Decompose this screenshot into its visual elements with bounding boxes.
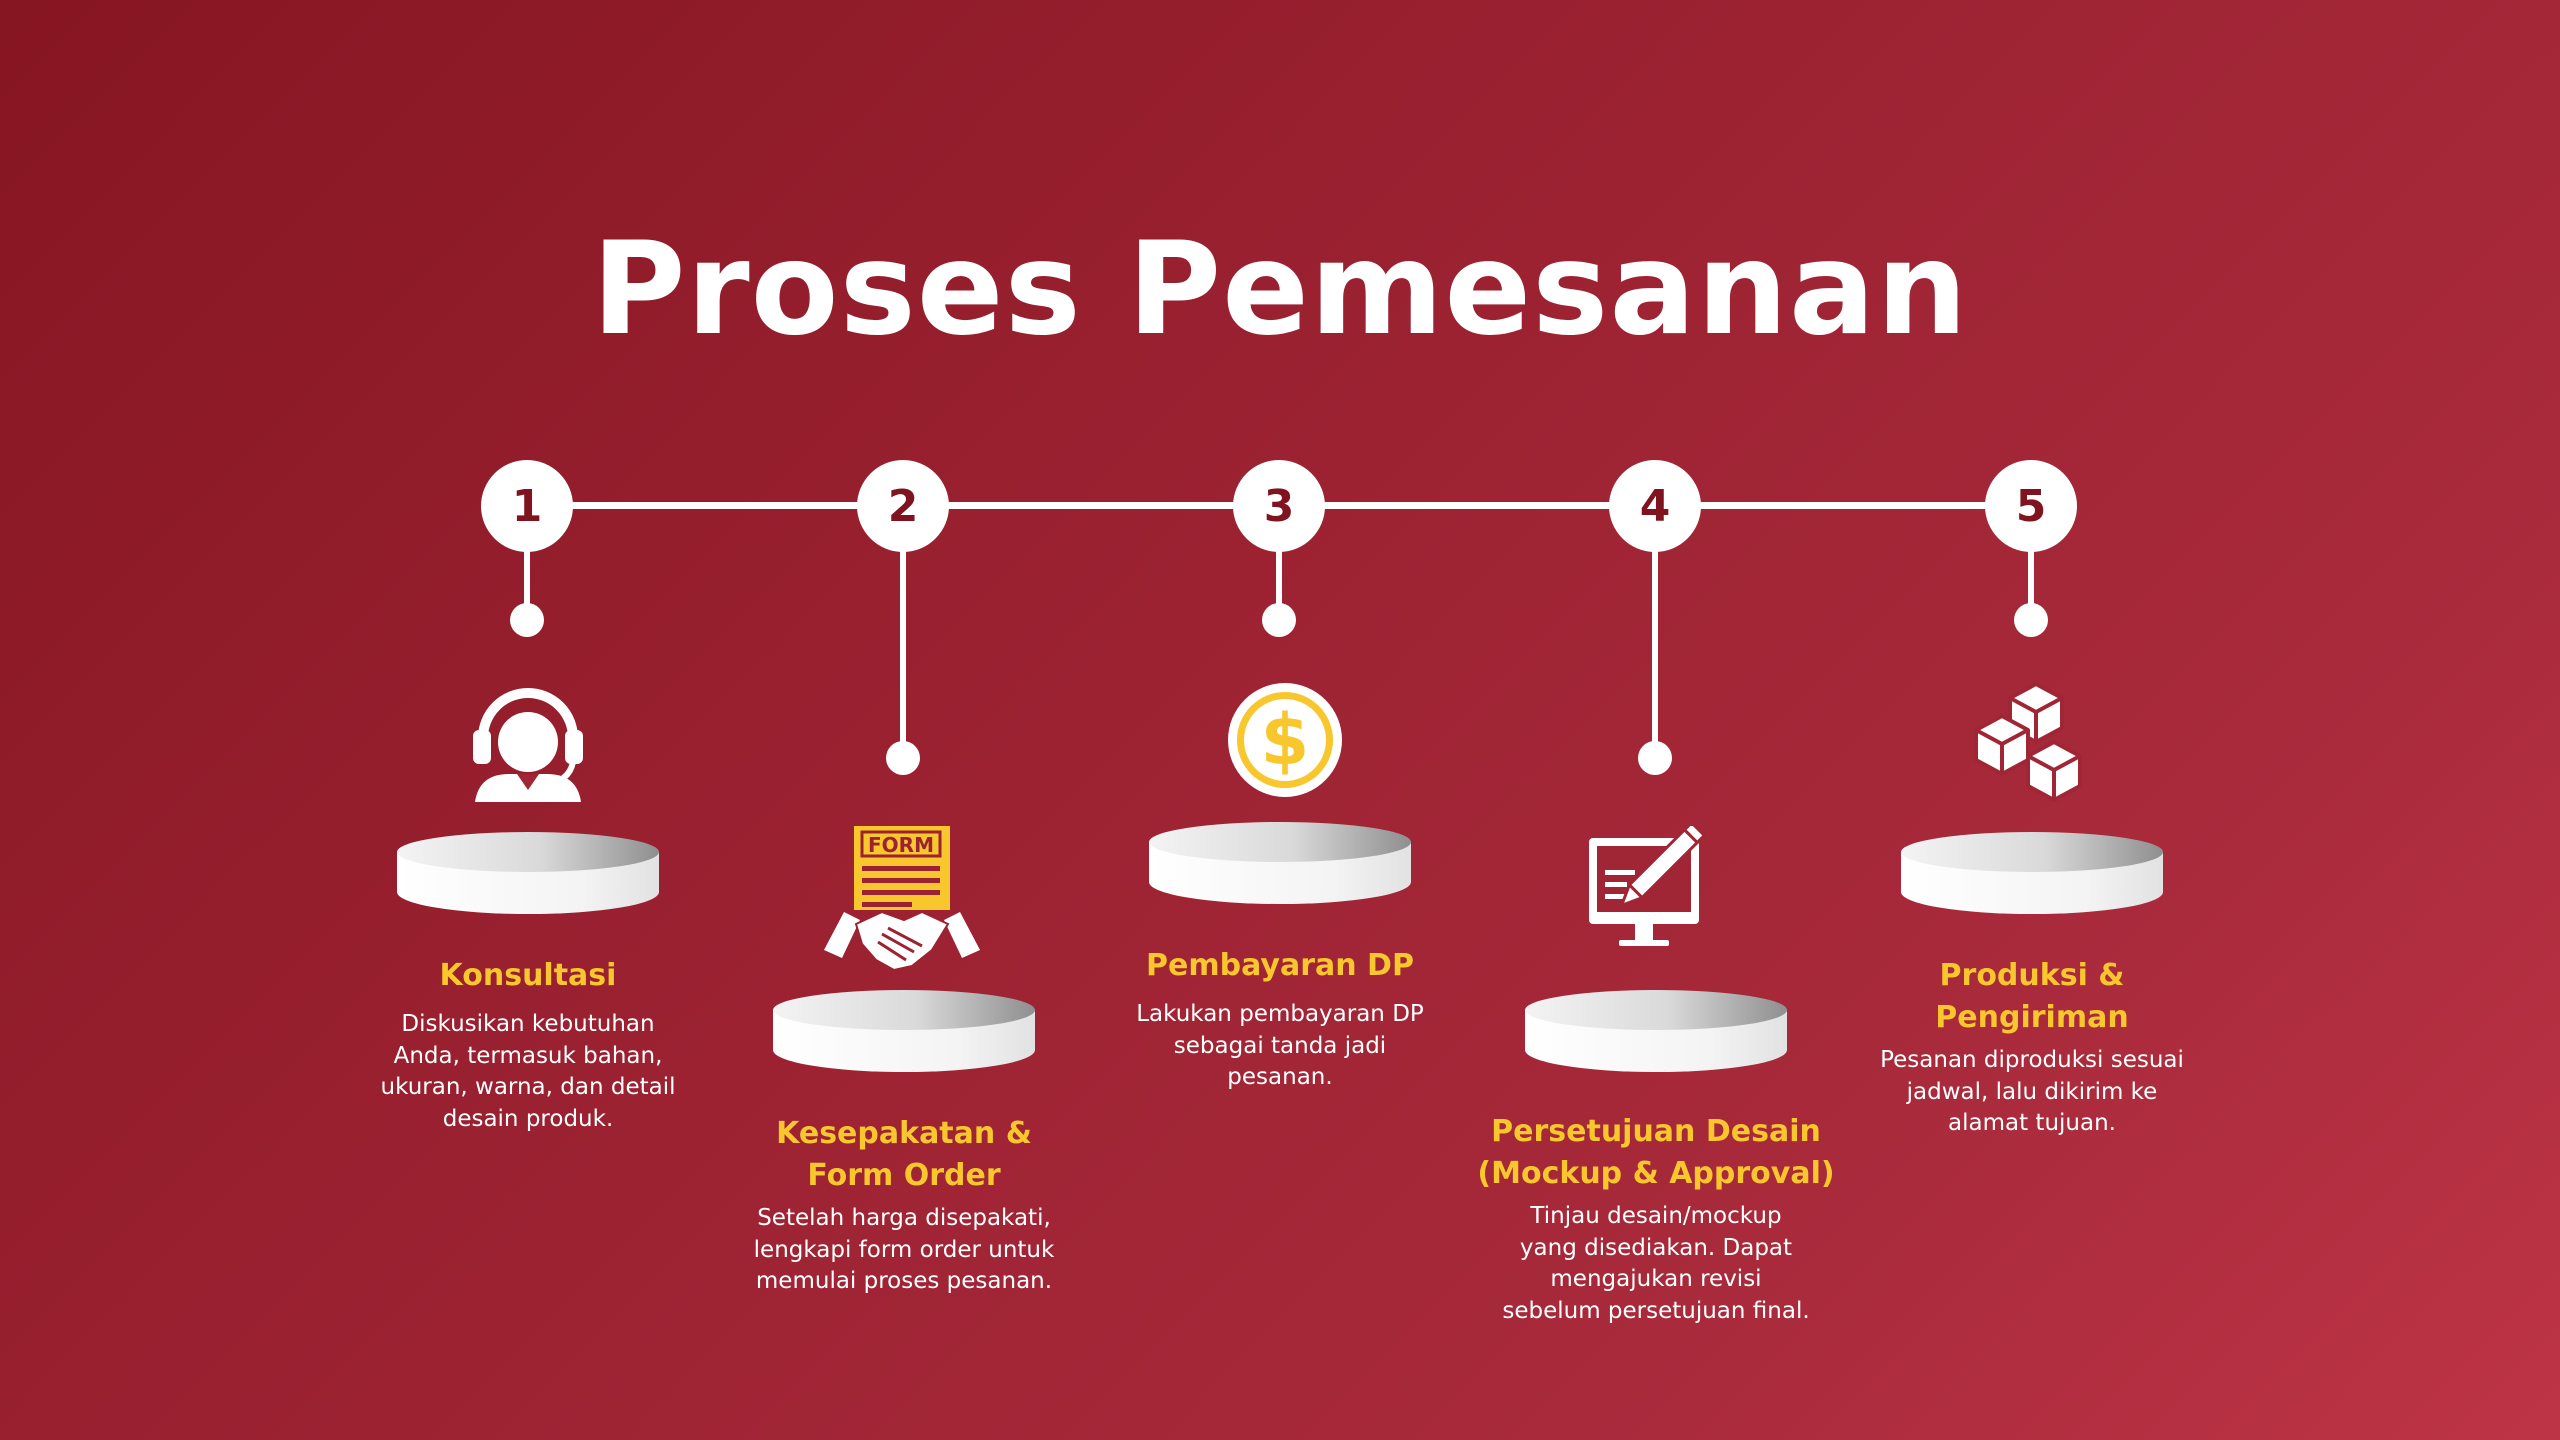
step-2-description-line: memulai proses pesanan.	[755, 1268, 1053, 1294]
step-4-title: Persetujuan Desain (Mockup & Approval)	[1466, 1111, 1846, 1195]
step-1-description: Diskusikan kebutuhan Anda, termasuk baha…	[348, 1009, 708, 1135]
step-1-description-line: ukuran, warna, dan detail	[380, 1074, 676, 1100]
step-1-description-line: Diskusikan kebutuhan	[401, 1011, 655, 1037]
form-handshake-icon: FORM	[824, 826, 980, 972]
step-4-description-line: mengajukan revisi	[1550, 1266, 1762, 1292]
step-5-description-line: Pesanan diproduksi sesuai	[1880, 1047, 2184, 1073]
step-3-connector-dot	[1262, 603, 1296, 637]
step-4-description-line: yang disediakan. Dapat	[1519, 1234, 1793, 1261]
step-4-description: Tinjau desain/mockup yang disediakan. Da…	[1476, 1201, 1836, 1327]
step-2-title-line: Form Order	[807, 1158, 1001, 1193]
step-2-description: Setelah harga disepakati, lengkapi form …	[724, 1203, 1084, 1298]
step-5-title-line: Produksi &	[1939, 958, 2125, 993]
form-icon-label: FORM	[868, 833, 934, 857]
step-4-description-line: Tinjau desain/mockup	[1530, 1203, 1782, 1229]
step-1-connector	[524, 550, 530, 620]
step-3-platform	[1149, 822, 1411, 904]
step-2-number-circle: 2	[857, 460, 949, 552]
step-5-connector	[2028, 550, 2034, 620]
step-3-connector	[1276, 550, 1282, 620]
step-4-connector	[1652, 550, 1658, 758]
step-2-description-line: Setelah harga disepakati,	[757, 1205, 1051, 1231]
step-1-description-line: desain produk.	[442, 1105, 614, 1132]
dollar-symbol: $	[1261, 699, 1310, 781]
step-2-title: Kesepakatan & Form Order	[714, 1113, 1094, 1197]
step-2-connector-dot	[886, 741, 920, 775]
step-5-description-line: alamat tujuan.	[1948, 1110, 2116, 1136]
step-2-description-line: lengkapi form order untuk	[753, 1236, 1055, 1263]
customer-service-headset-icon	[473, 688, 583, 802]
step-1-description-line: Anda, termasuk bahan,	[393, 1042, 663, 1069]
step-4-connector-dot	[1638, 741, 1672, 775]
step-1-connector-dot	[510, 603, 544, 637]
step-1-platform	[397, 832, 659, 914]
step-5-platform	[1901, 832, 2163, 914]
step-4-title-line: (Mockup & Approval)	[1477, 1156, 1835, 1191]
step-3-title-line: Pembayaran DP	[1146, 948, 1414, 983]
step-5-number-circle: 5	[1985, 460, 2077, 552]
step-3-description-line: sebagai tanda jadi	[1173, 1032, 1387, 1059]
page-title: Proses Pemesanan	[591, 215, 1969, 364]
step-3-description-line: Lakukan pembayaran DP	[1136, 1001, 1424, 1027]
step-4-platform	[1525, 990, 1787, 1072]
step-3-number-circle: 3	[1233, 460, 1325, 552]
step-5-connector-dot	[2014, 603, 2048, 637]
step-5-title-line: Pengiriman	[1935, 1000, 2129, 1035]
step-5-title: Produksi & Pengiriman	[1842, 955, 2222, 1039]
dollar-coin-icon: $	[1228, 683, 1342, 797]
step-2-title-line: Kesepakatan &	[776, 1116, 1032, 1151]
step-1-title-line: Konsultasi	[439, 958, 617, 993]
step-1-number-circle: 1	[481, 460, 573, 552]
boxes-shipping-icon	[1974, 682, 2082, 802]
step-3-description-line: pesanan.	[1227, 1064, 1333, 1090]
step-3-description: Lakukan pembayaran DP sebagai tanda jadi…	[1100, 999, 1460, 1094]
monitor-pencil-design-icon	[1589, 826, 1707, 946]
step-3-title: Pembayaran DP	[1090, 945, 1470, 987]
step-4-description-line: sebelum persetujuan final.	[1502, 1297, 1810, 1324]
step-5-description: Pesanan diproduksi sesuai jadwal, lalu d…	[1852, 1045, 2212, 1140]
step-1-title: Konsultasi	[338, 955, 718, 997]
step-4-title-line: Persetujuan Desain	[1491, 1114, 1821, 1149]
step-5-description-line: jadwal, lalu dikirim ke	[1906, 1078, 2158, 1105]
step-4-number-circle: 4	[1609, 460, 1701, 552]
step-2-platform	[773, 990, 1035, 1072]
step-2-connector	[900, 550, 906, 758]
